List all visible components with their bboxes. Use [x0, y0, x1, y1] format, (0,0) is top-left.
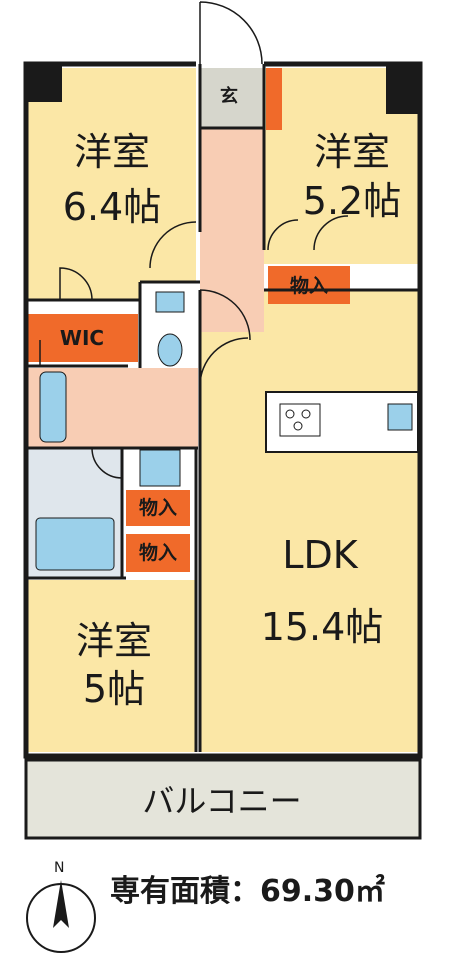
toilet-bowl: [157, 333, 183, 367]
kitchen-counter: [265, 391, 419, 453]
storage-2-label: 物入: [139, 496, 177, 519]
storage-1: [268, 266, 350, 304]
compass-north-label: N: [54, 860, 65, 876]
bathtub: [35, 517, 115, 571]
entrance-shoe-closet: [266, 68, 282, 130]
western-room-1: [26, 68, 196, 300]
compass-icon: [26, 880, 96, 953]
corridor: [200, 128, 264, 332]
western-room-1-name: 洋室: [74, 130, 150, 174]
laundry-pan: [139, 449, 181, 487]
ldk-size: 15.4帖: [261, 605, 384, 649]
western-room-3-name: 洋室: [76, 619, 152, 663]
western-room-1-size: 6.4帖: [63, 185, 161, 229]
wash-basin: [39, 371, 67, 443]
western-room-3: [26, 580, 196, 752]
western-room-2-size: 5.2帖: [303, 179, 401, 223]
entrance-area: [200, 68, 264, 128]
toilet-tank: [155, 291, 185, 313]
door-arcs: [39, 1, 349, 479]
pillar-top-left: [24, 62, 62, 102]
balcony: [24, 758, 422, 840]
storage-1-label: 物入: [290, 274, 328, 297]
interior-walls: [26, 64, 420, 752]
storage-3-label: 物入: [139, 541, 177, 564]
storage-2: [126, 490, 190, 526]
wic-closet: [26, 314, 138, 362]
ldk-name: LDK: [282, 533, 358, 577]
floor-area: 専有面積：69.30㎡: [110, 874, 385, 909]
balcony-label: バルコニー: [142, 782, 301, 820]
entrance-label: 玄: [220, 85, 238, 107]
pillar-top-right: [386, 62, 422, 114]
western-room-3-size: 5帖: [83, 667, 145, 711]
western-room-2-name: 洋室: [314, 130, 390, 174]
ldk-room: [200, 290, 420, 752]
storage-3: [126, 534, 190, 572]
wic-label: WIC: [60, 326, 104, 350]
